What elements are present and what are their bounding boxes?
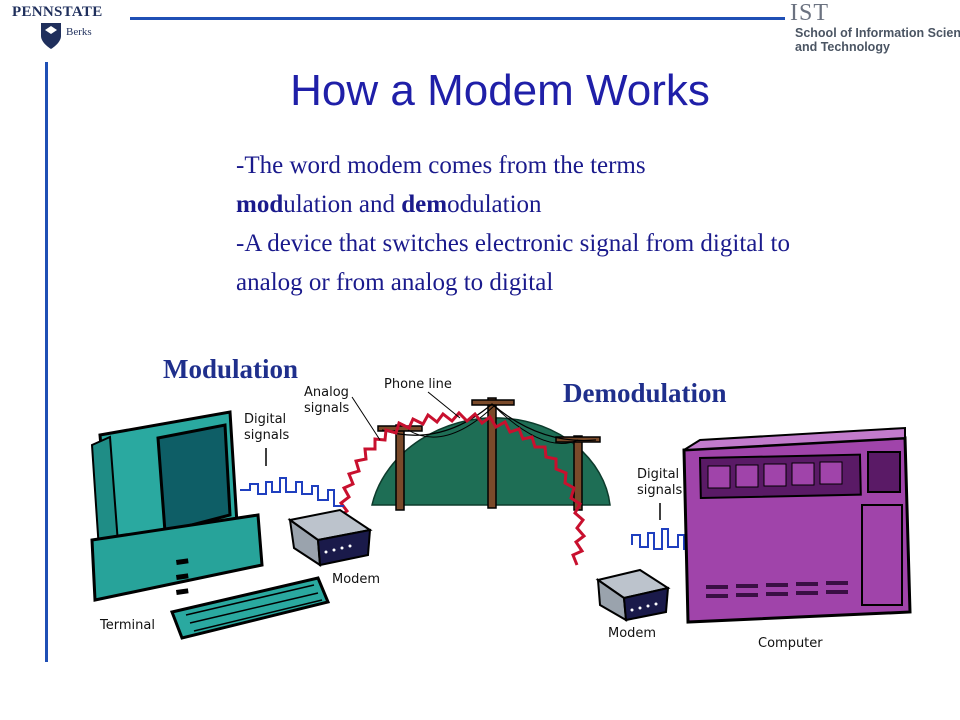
modulation-label: Modulation [163,354,299,384]
ist-logo-line1: School of Information Sciences [795,26,960,40]
ist-logo-mark: IST [790,0,829,26]
bullet-1-text: -The word modem comes from the terms [236,152,646,179]
digital-signals-left-label: Digital signals [244,412,289,444]
side-rule [45,62,48,662]
digital-signals-right-line2: signals [637,483,683,498]
keyboard-icon [169,576,331,640]
header-rule [130,17,785,20]
ist-logo-line2: and Technology [795,40,890,54]
modem-right-label: Modem [608,626,657,641]
analog-pointer-line [351,396,381,441]
modem-left-icon [287,508,373,567]
modem-right-icon [595,568,671,622]
bullet-1-text-mid: ulation and [283,191,402,218]
slide-title: How a Modem Works [290,66,710,115]
pennstate-logo-text: PENNSTATE [12,4,103,20]
digital-signals-right-line1: Digital [637,467,680,482]
slide-body: -The word modem comes from the terms modu… [236,146,856,302]
analog-signal-wave [336,410,587,566]
phone-wire [381,403,597,442]
bullet-1: -The word modem comes from the terms modu… [236,146,856,224]
terminal-label: Terminal [100,618,155,633]
digital-signals-right-label: Digital signals [637,467,682,499]
digital-signals-left-line1: Digital [244,412,287,427]
terminal-monitor-icon [90,410,264,602]
pennstate-shield-icon [41,23,61,49]
modem-left-label: Modem [332,572,381,587]
bullet-2: -A device that switches electronic signa… [236,230,791,296]
phone-line-pointer [427,391,461,419]
analog-signals-label-line2: signals [304,401,350,416]
digital-signal-left [240,477,344,507]
bullet-1-bold-dem: dem [401,191,448,218]
pennstate-campus-label: Berks [66,26,92,38]
demodulation-label: Demodulation [563,378,727,408]
computer-cabinet-icon [682,426,912,624]
bullet-1-text-end: odulation [447,191,542,218]
digital-signals-left-line2: signals [244,428,290,443]
phone-line-label: Phone line [384,377,452,392]
phone-wire-2 [407,405,579,444]
analog-signals-label: Analog signals [304,385,349,417]
bullet-1-bold-mod: mod [236,191,284,218]
analog-signals-label-line1: Analog [304,385,349,400]
computer-label: Computer [758,636,823,651]
